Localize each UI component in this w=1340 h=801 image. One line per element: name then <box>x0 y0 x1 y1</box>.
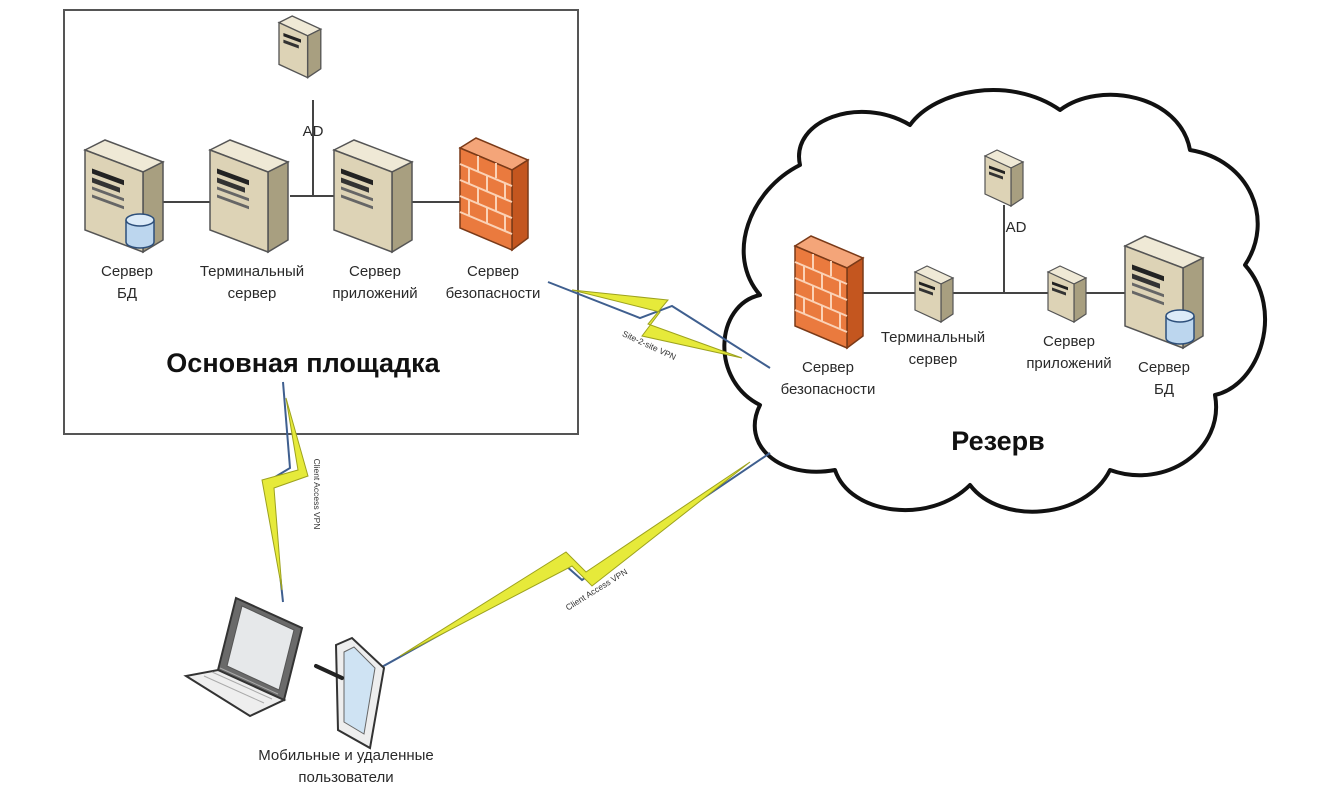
reserve-db-server-label-2: БД <box>1154 381 1174 398</box>
main-site-title: Основная площадка <box>166 348 440 378</box>
main-db-server-label-2: БД <box>117 285 137 302</box>
reserve-ad-label: AD <box>1006 219 1027 236</box>
client-access-main-vpn-link <box>261 381 309 603</box>
main-db-server-label-1: Сервер <box>101 263 153 280</box>
reserve-security-server-label-2: безопасности <box>781 381 876 398</box>
reserve-terminal-server-label-1: Терминальный <box>881 329 985 346</box>
main-site-links <box>160 100 460 203</box>
reserve-terminal-server-label-2: сервер <box>909 351 958 368</box>
main-ad-label: AD <box>303 123 324 140</box>
site-to-site-vpn-link <box>547 281 771 369</box>
client-access-reserve-vpn-link <box>379 452 771 669</box>
client-access-main-vpn-label: Client Access VPN <box>312 459 322 530</box>
reserve-cloud <box>722 88 1268 514</box>
laptop-icon <box>183 596 304 718</box>
reserve-app-server-label-2: приложений <box>1026 355 1111 372</box>
main-app-server-icon <box>333 139 413 253</box>
main-terminal-server-icon <box>209 139 289 253</box>
reserve-site-title: Резерв <box>951 426 1045 456</box>
main-terminal-server-label-2: сервер <box>228 285 277 302</box>
main-security-server-label-1: Сервер <box>467 263 519 280</box>
main-terminal-server-label-1: Терминальный <box>200 263 304 280</box>
mobile-users-label-2: пользователи <box>298 769 393 786</box>
mobile-users-label-1: Мобильные и удаленные <box>258 747 434 764</box>
reserve-database-icon <box>1165 309 1195 345</box>
main-security-server-label-2: безопасности <box>446 285 541 302</box>
main-app-server-label-2: приложений <box>332 285 417 302</box>
tablet-icon <box>314 636 386 750</box>
reserve-db-server-label-1: Сервер <box>1138 359 1190 376</box>
database-icon <box>125 213 155 249</box>
reserve-security-server-label-1: Сервер <box>802 359 854 376</box>
reserve-app-server-label-1: Сервер <box>1043 333 1095 350</box>
main-app-server-label-1: Сервер <box>349 263 401 280</box>
